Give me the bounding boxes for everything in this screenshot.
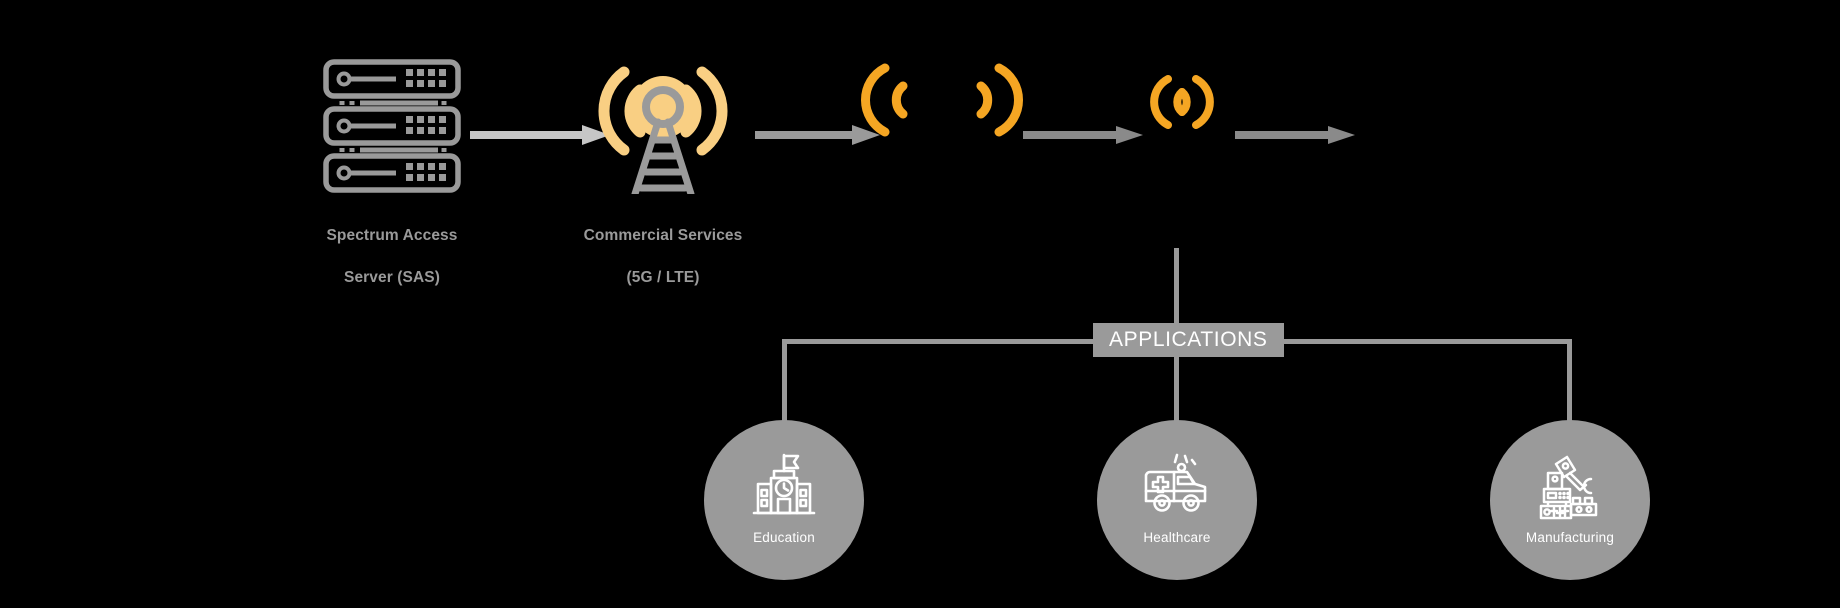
sas-label-line2: Server (SAS) xyxy=(344,268,440,286)
ambulance-icon xyxy=(1144,453,1207,512)
tree-drop-healthcare xyxy=(1174,339,1179,425)
manufacturing-circle[interactable]: Manufacturing xyxy=(1490,420,1650,580)
cell-tower-icon xyxy=(588,44,738,198)
manufacturing-caption: Manufacturing xyxy=(1525,530,1615,545)
app-node-education[interactable]: Education xyxy=(704,420,864,580)
sas-label: Spectrum Access Server (SAS) xyxy=(282,205,502,289)
commercial-services-label-line1: Commercial Services xyxy=(583,226,743,244)
commercial-services-label-line2: (5G / LTE) xyxy=(626,268,700,286)
arrow-signal3-to-end xyxy=(1235,124,1355,151)
server-stack-icon xyxy=(322,56,462,196)
education-circle[interactable]: Education xyxy=(704,420,864,580)
sas-label-line1: Spectrum Access xyxy=(326,226,458,244)
signal-waves-left-icon xyxy=(855,60,909,145)
arrow-sas-to-tower xyxy=(470,123,610,152)
signal-waves-pair-icon xyxy=(1146,73,1218,136)
tree-trunk-upper xyxy=(1174,248,1179,340)
applications-heading-badge: APPLICATIONS xyxy=(1093,323,1284,357)
tree-drop-education xyxy=(782,339,787,425)
app-node-manufacturing[interactable]: Manufacturing xyxy=(1490,420,1650,580)
signal-waves-right-icon xyxy=(975,60,1029,145)
school-building-icon xyxy=(752,453,816,515)
arrow-signal2-to-signal3 xyxy=(1023,124,1143,151)
commercial-services-label: Commercial Services (5G / LTE) xyxy=(548,205,778,289)
robot-arm-icon xyxy=(1539,455,1598,520)
healthcare-circle[interactable]: Healthcare xyxy=(1097,420,1257,580)
applications-heading-text: APPLICATIONS xyxy=(1109,328,1268,351)
app-node-healthcare[interactable]: Healthcare xyxy=(1097,420,1257,580)
tree-drop-manufacturing xyxy=(1567,339,1572,425)
healthcare-caption: Healthcare xyxy=(1143,530,1211,545)
education-caption: Education xyxy=(753,530,815,545)
arrow-tower-to-signal1 xyxy=(755,123,880,152)
